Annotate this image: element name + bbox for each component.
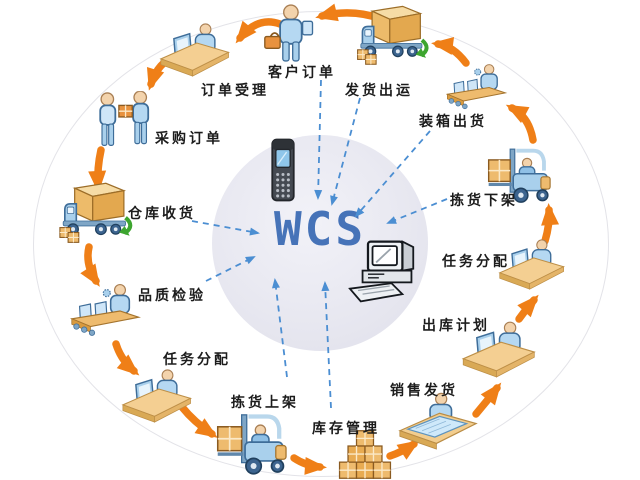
desk-person-icon [120, 366, 192, 425]
station-task-allocation-right: 任务分配 [442, 255, 510, 270]
station-inventory-management: 库存管理 [312, 422, 380, 437]
drafting-desk-icon [398, 391, 478, 453]
station-pick-off-shelf: 拣货下架 [450, 194, 518, 209]
desk-person-icon [158, 20, 230, 79]
station-quality-inspection: 品质检验 [138, 289, 206, 304]
station-customer-order: 客户订单 [268, 66, 336, 81]
station-shipping-dispatch: 发货出运 [345, 84, 413, 99]
station-putaway: 拣货上架 [231, 396, 299, 411]
handheld-scanner-icon [266, 136, 300, 204]
station-packing-shipping: 装箱出货 [419, 115, 487, 130]
station-outbound-plan: 出库计划 [422, 319, 490, 334]
station-sales-shipping: 销售发货 [390, 384, 458, 399]
station-warehouse-receiving: 仓库收货 [128, 207, 196, 222]
wcs-system-label: WCS [273, 202, 367, 256]
forklift-icon [216, 408, 298, 478]
station-order-acceptance: 订单受理 [201, 84, 269, 99]
truck-icon [356, 3, 430, 66]
station-purchase-order: 采购订单 [155, 132, 223, 147]
desktop-computer-icon [348, 238, 426, 305]
truck-icon [58, 180, 134, 244]
conveyor-icon [70, 283, 142, 339]
person-briefcase-icon [263, 3, 317, 63]
station-task-allocation-left: 任务分配 [163, 353, 231, 368]
two-persons-icon [94, 91, 158, 150]
conveyor-icon [446, 63, 508, 112]
